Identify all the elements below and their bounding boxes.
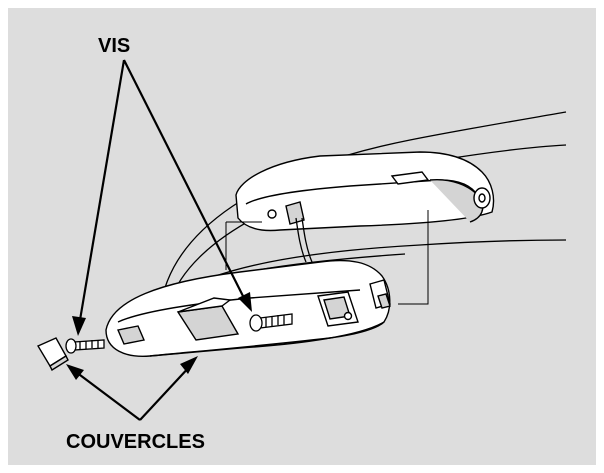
arrowhead-cover-right	[180, 356, 198, 374]
screws-label: VIS	[98, 35, 131, 57]
license-lamp-assembly	[105, 259, 391, 357]
arrowhead-screw-left	[72, 316, 86, 336]
screw-left	[65, 338, 105, 354]
cover-cap-left	[36, 337, 69, 372]
arrowheads	[66, 292, 252, 380]
wire-harness	[295, 217, 313, 263]
covers-label: COUVERCLES	[66, 431, 205, 453]
leader-lines	[75, 59, 247, 421]
arrowhead-cover-left	[66, 364, 84, 380]
light-housing-recess	[235, 151, 495, 232]
diagram-background	[8, 8, 596, 465]
arrowhead-screw-right	[238, 292, 252, 312]
screw-right	[249, 313, 293, 332]
